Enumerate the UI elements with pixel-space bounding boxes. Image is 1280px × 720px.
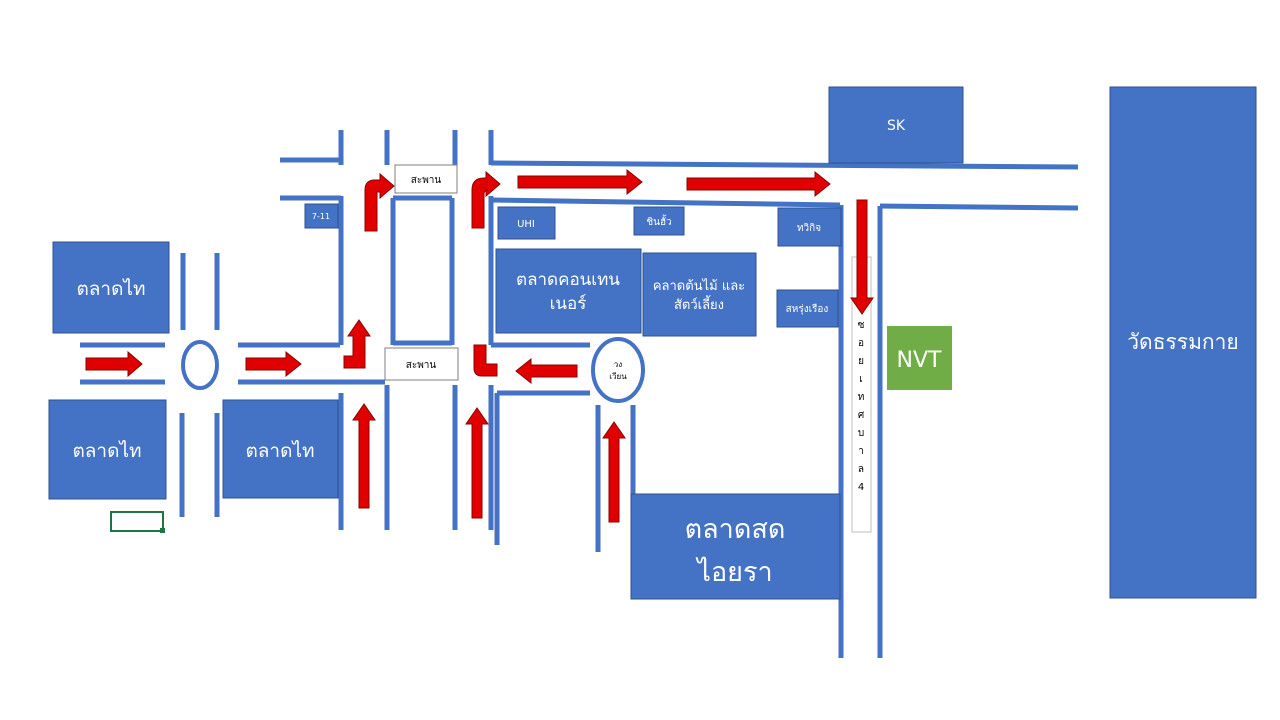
nvt-label: NVT xyxy=(897,348,943,373)
sk-label: SK xyxy=(887,118,906,134)
arrow-left-1 xyxy=(515,357,578,385)
road-main-bottom-edge-east xyxy=(879,203,1079,211)
bridge-bottom-label: สะพาน xyxy=(406,360,437,371)
place-blocks: ตลาดไท ตลาดไท ตลาดไท 7-11 UHI ชินฮั้ว ตล… xyxy=(48,86,1257,600)
arrow-right-2 xyxy=(245,350,302,378)
talad-thai-top-block xyxy=(52,241,170,334)
selection-box xyxy=(110,511,164,532)
uhi-block xyxy=(497,206,556,240)
roundabout-east-label-1: วง xyxy=(614,360,622,369)
soi-label-char: บ xyxy=(858,428,864,439)
plant-market-label-1: คลาดต้นไม้ และ xyxy=(653,278,745,294)
wat-block xyxy=(1109,86,1257,599)
soi-label-char: ซ xyxy=(858,320,865,331)
road-main-top-edge xyxy=(490,160,1079,170)
arrow-right-3 xyxy=(517,168,643,196)
arrow-up-3 xyxy=(602,421,626,523)
arrow-bend-lower-right xyxy=(473,344,498,377)
soi-label-char: ศ xyxy=(858,410,865,421)
arrow-right-4 xyxy=(686,170,831,198)
plant-market-block xyxy=(642,252,757,337)
soi-label-char: า xyxy=(858,446,864,457)
saharung-label: สหรุ่งเรือง xyxy=(786,303,829,315)
container-market-block xyxy=(495,248,642,334)
bridge-top-label: สะพาน xyxy=(411,175,442,186)
talad-thai-mid-label: ตลาดไท xyxy=(245,440,314,462)
soi-label-char: เ xyxy=(859,374,862,385)
sk-block xyxy=(828,86,964,164)
seven-eleven-label: 7-11 xyxy=(312,212,330,221)
nvt-block xyxy=(887,326,952,390)
talad-thai-left-block xyxy=(48,399,167,500)
arrow-up-1 xyxy=(352,403,376,509)
fresh-market-label-2: ไอยรา xyxy=(695,557,772,588)
roundabout-east xyxy=(591,337,645,403)
thawikit-block xyxy=(777,207,842,247)
uhi-label: UHI xyxy=(517,219,535,230)
container-market-label-2: เนอร์ xyxy=(550,294,587,314)
bridge-bottom xyxy=(384,347,459,381)
wat-label: วัดธรรมกาย xyxy=(1127,330,1238,354)
arrow-bend-top-right xyxy=(471,170,501,229)
arrow-bend-top-left xyxy=(364,172,395,232)
selection-handle xyxy=(160,528,165,533)
soi-label-char: ท xyxy=(858,392,865,403)
bridge-top xyxy=(394,164,458,194)
arrow-down-1 xyxy=(850,199,874,315)
plant-market-label-2: สัตว์เลี้ยง xyxy=(674,295,724,313)
seven-eleven-block xyxy=(304,203,339,229)
chinhua-block xyxy=(633,206,685,236)
soi-thetsaban-4-label: ซอยเทศบาล 4 xyxy=(858,320,865,493)
arrow-right-1 xyxy=(85,350,143,378)
route-arrows xyxy=(85,168,874,523)
talad-thai-mid-block xyxy=(222,399,339,499)
container-market-label-1: ตลาดคอนเทน xyxy=(516,270,620,290)
saharung-block xyxy=(776,289,839,328)
soi-label-char: ย xyxy=(858,356,864,367)
soi-label-char: 4 xyxy=(858,482,864,493)
arrow-bend-lower-left xyxy=(343,319,371,369)
fresh-market-label-1: ตลาดสด xyxy=(685,514,786,545)
roundabout-west xyxy=(181,340,219,390)
road-network xyxy=(80,130,1079,658)
arrow-up-2 xyxy=(465,407,489,519)
chinhua-label: ชินฮั้ว xyxy=(646,214,671,228)
roundabout-east-label-2: เวียน xyxy=(609,372,627,381)
thawikit-label: ทวิกิจ xyxy=(797,223,821,234)
road-main-bottom-edge xyxy=(490,197,841,208)
fresh-market-block xyxy=(630,493,841,600)
talad-thai-top-label: ตลาดไท xyxy=(76,278,145,300)
soi-label-char: ล xyxy=(858,464,864,475)
talad-thai-left-label: ตลาดไท xyxy=(72,440,141,462)
soi-label-char: อ xyxy=(858,338,864,349)
